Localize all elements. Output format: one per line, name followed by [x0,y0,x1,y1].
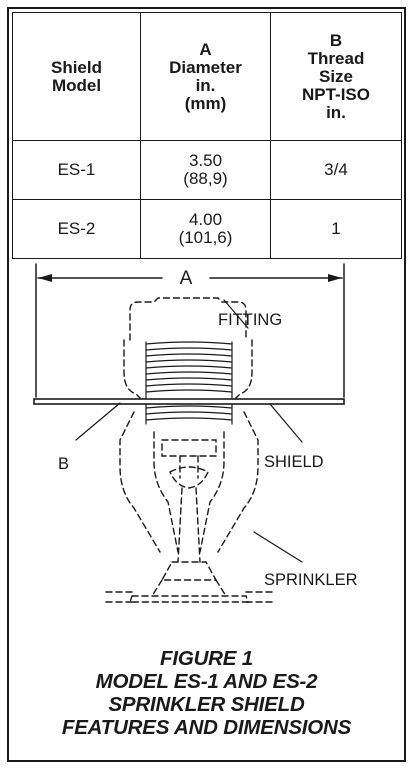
cell-thread: 3/4 [270,140,402,200]
caption-figure-number: FIGURE 1 [160,647,253,670]
figure-caption: FIGURE 1 MODEL ES-1 AND ES-2 SPRINKLER S… [12,647,401,739]
dimension-table: Shield Model A Diameter in. (mm) B Threa… [12,12,402,259]
cell-model: ES-2 [12,199,141,259]
caption-line: MODEL ES-1 AND ES-2 [95,670,318,693]
table-row: ES-1 3.50 (88,9) 3/4 [12,140,402,200]
fitting-outline [123,297,253,401]
header-diameter: A Diameter in. (mm) [140,12,271,141]
thread-lines [145,341,233,425]
caption-line: FEATURES AND DIMENSIONS [61,716,352,739]
header-shield-model: Shield Model [12,12,141,141]
shield-plate [33,398,345,405]
sprinkler-drawing: A [12,262,401,652]
header-thread-size: B Thread Size NPT-ISO in. [270,12,402,141]
table-header-row: Shield Model A Diameter in. (mm) B Threa… [12,12,402,141]
sprinkler-label: SPRINKLER [264,571,358,589]
fitting-label: FITTING [218,311,282,329]
sprinkler-body [105,411,275,603]
thread-b-label: B [58,455,69,473]
caption-line: SPRINKLER SHIELD [108,693,305,716]
cell-model: ES-1 [12,140,141,200]
cell-diameter: 4.00 (101,6) [140,199,271,259]
shield-label: SHIELD [264,453,324,471]
table-row: ES-2 4.00 (101,6) 1 [12,199,402,259]
figure-frame [7,7,406,762]
cell-thread: 1 [270,199,402,259]
dimension-a: A [35,263,345,398]
cell-diameter: 3.50 (88,9) [140,140,271,200]
dimension-a-label: A [180,268,193,289]
leader-lines [75,299,303,563]
